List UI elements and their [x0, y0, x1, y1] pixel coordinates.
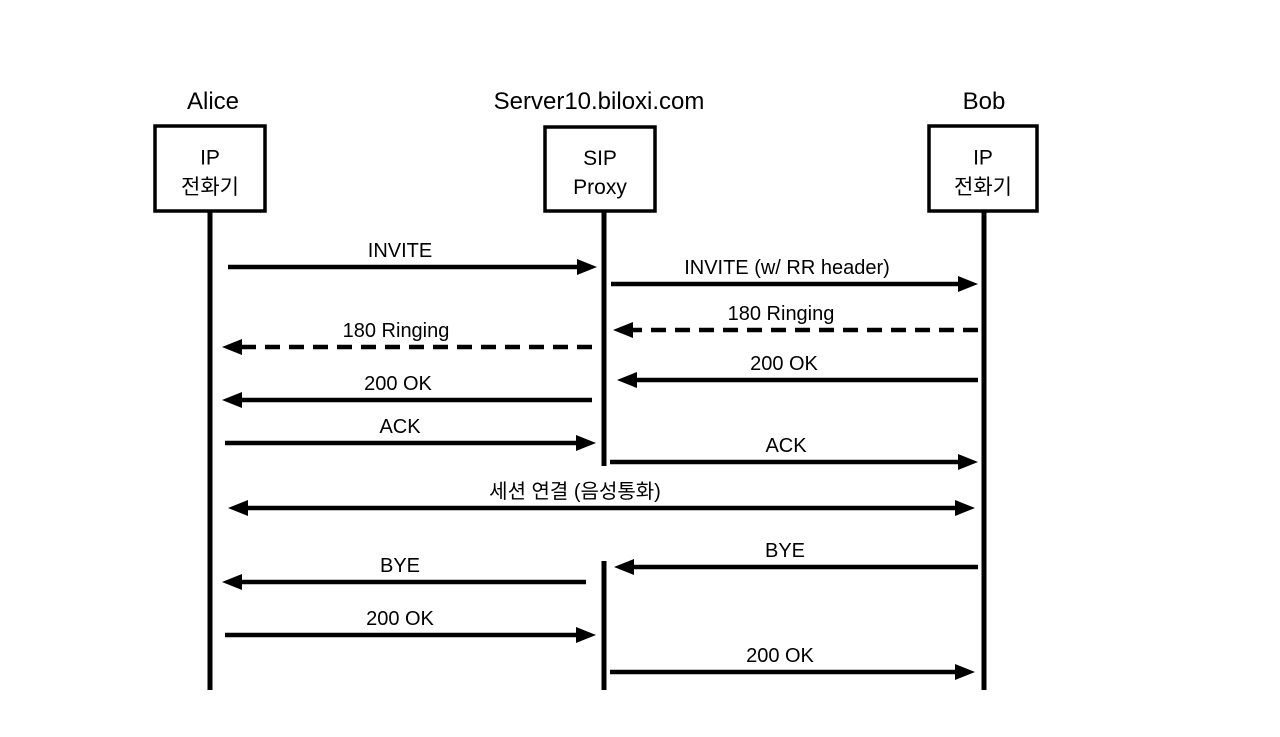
message-label-5: 200 OK — [364, 373, 432, 395]
message-label-6: ACK — [379, 416, 421, 438]
message-label-7: ACK — [765, 435, 807, 457]
actor-box-label-proxy-1: Proxy — [573, 176, 627, 199]
arrowhead-9 — [614, 559, 634, 575]
message-label-1: INVITE (w/ RR header) — [684, 257, 890, 279]
arrowhead-0 — [577, 259, 597, 275]
message-label-0: INVITE — [368, 240, 432, 262]
message-label-8: 세션 연결 (음성통화) — [489, 480, 661, 503]
actor-box-label-proxy-0: SIP — [583, 147, 617, 170]
arrowhead-6 — [576, 435, 596, 451]
actor-box-label-alice-0: IP — [200, 146, 220, 169]
arrowhead-2 — [613, 322, 633, 338]
arrowhead-4 — [617, 372, 637, 388]
arrowhead-7 — [958, 454, 978, 470]
actor-box-label-alice-1: 전화기 — [181, 176, 239, 199]
arrowhead-1 — [958, 276, 978, 292]
arrowhead-right-8 — [955, 500, 975, 516]
message-label-2: 180 Ringing — [728, 303, 835, 325]
actor-title-bob: Bob — [963, 88, 1006, 115]
actor-title-proxy: Server10.biloxi.com — [494, 88, 705, 115]
actor-title-alice: Alice — [187, 88, 239, 115]
arrowhead-5 — [222, 392, 242, 408]
arrowhead-11 — [576, 627, 596, 643]
message-label-3: 180 Ringing — [343, 320, 450, 342]
arrowhead-3 — [222, 339, 242, 355]
actor-box-label-bob-1: 전화기 — [954, 176, 1012, 199]
actor-box-proxy — [543, 125, 657, 213]
message-label-9: BYE — [765, 540, 805, 562]
message-label-4: 200 OK — [750, 353, 818, 375]
message-label-10: BYE — [380, 555, 420, 577]
actor-box-label-bob-0: IP — [973, 146, 993, 169]
arrowhead-12 — [955, 664, 975, 680]
arrowhead-left-8 — [228, 500, 248, 516]
message-label-11: 200 OK — [366, 608, 434, 630]
message-label-12: 200 OK — [746, 645, 814, 667]
arrowhead-10 — [222, 574, 242, 590]
